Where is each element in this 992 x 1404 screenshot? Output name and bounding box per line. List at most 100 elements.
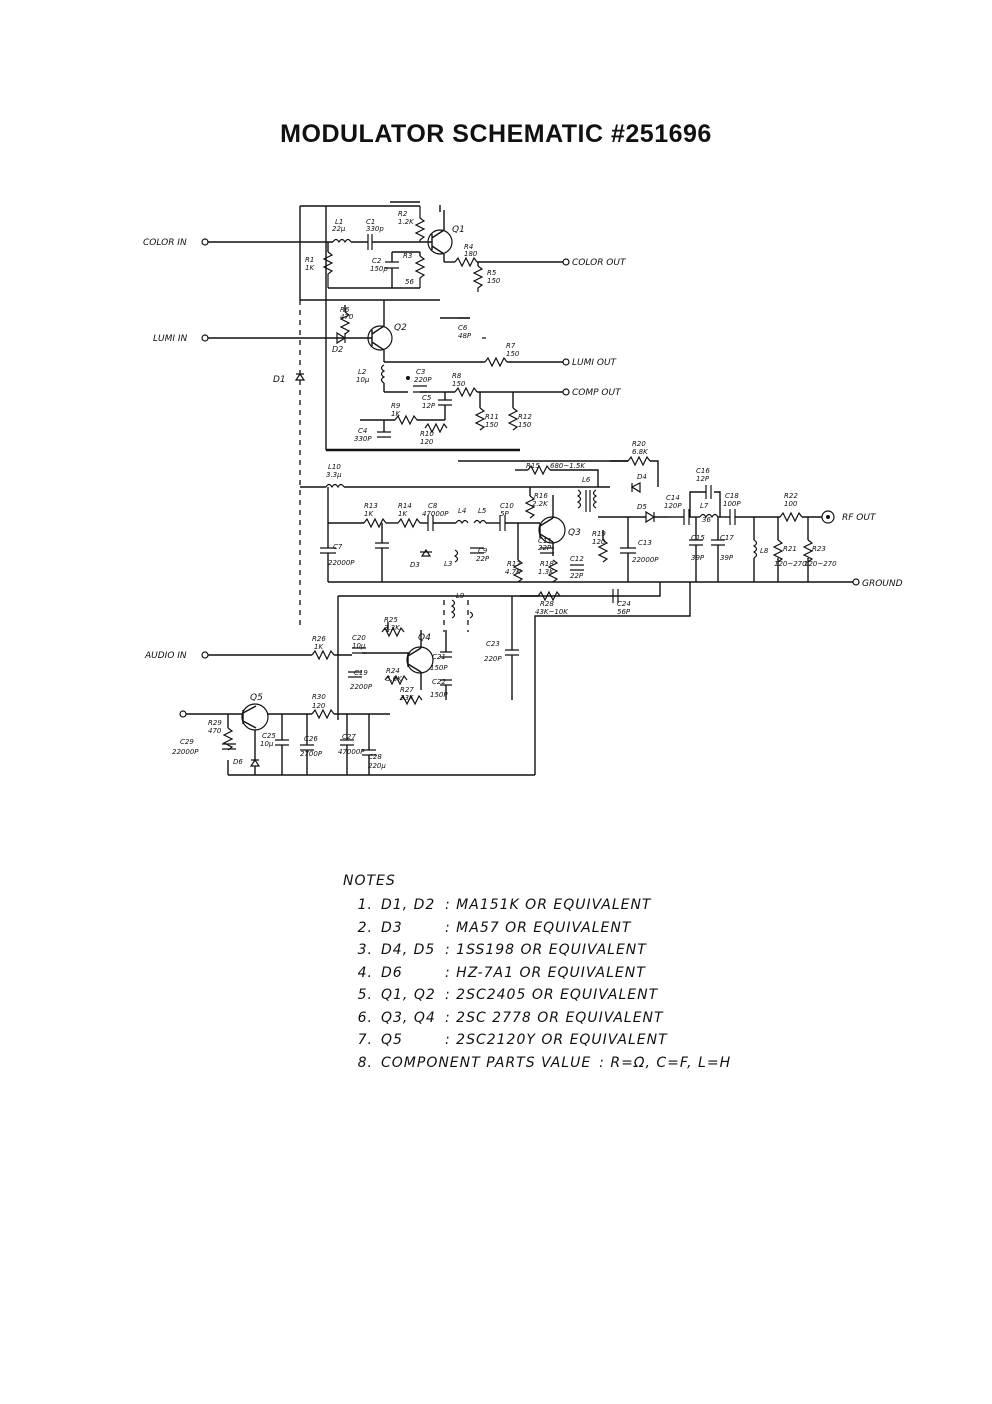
q4-transistor [406,646,434,674]
c17-label: C17 [720,534,734,542]
r24-value: 5.6K [386,675,403,683]
r20-label: R20 [632,440,646,448]
note-item: 3.D4, D5: 1SS198 OR EQUIVALENT [357,942,647,958]
c18-label: C18 [725,492,739,500]
c2-value: 150p [370,265,388,273]
comp-out-label: COMP OUT [572,388,622,398]
r12-resistor [507,407,519,431]
note-item: 1.D1, D2: MA151K OR EQUIVALENT [357,897,652,913]
note-item: 8.COMPONENT PARTS VALUE: R=Ω, C=F, L=H [357,1054,732,1071]
rf-out-label: RF OUT [842,513,877,523]
q2-label: Q2 [394,323,407,333]
r6-resistor [339,311,351,335]
c25-label: C25 [262,732,276,740]
c20-value: 10μ [352,642,366,650]
lumi-in-terminal [201,334,209,342]
c11-capacitor [540,547,554,554]
c25-value: 10μ [260,740,274,748]
c15-value: 39P [691,554,705,562]
c7-value: 22000P [328,559,355,567]
r28-resistor [537,590,561,602]
r25-label: R25 [384,616,398,624]
color-in-terminal [201,238,209,246]
r25-value: 3.3K [384,624,401,632]
r7-resistor [484,356,508,368]
lumi-out-label: LUMI OUT [572,358,618,368]
c16-value: 12P [696,475,710,483]
d1-label: D1 [273,375,286,385]
audio-in-label: AUDIO IN [144,651,187,661]
r16-label: R16 [534,492,548,500]
l3-label: L3 [444,560,452,568]
c14-value: 120P [664,502,682,510]
c8-value: 47000P [422,510,449,518]
c17-value: 39P [720,554,734,562]
c7-label: C7 [333,543,343,551]
q4-label: Q4 [418,633,431,643]
c3-capacitor [413,385,427,393]
r3-label: R3 [403,252,412,260]
r23-label: R23 [812,545,826,553]
r5-label: R5 [487,269,497,277]
d6-diode [249,758,261,767]
c23-capacitor [505,649,519,656]
r29-label: R29 [208,719,222,727]
r10-label: R10 [420,430,434,438]
r26-value: 1K [314,643,324,651]
d6-label: D6 [233,758,243,766]
color-out-label: COLOR OUT [572,258,627,268]
c13-label: C13 [638,539,652,547]
l10-inductor [325,483,345,489]
audio-in-terminal [201,651,209,659]
r4-value: 180 [464,250,478,258]
c22-label: C22 [432,678,446,686]
r28-value: 43K~10K [535,608,569,616]
color-in-label: COLOR IN [143,238,187,248]
r6-label: R6 [340,306,350,314]
l9-inductor [450,599,456,619]
notes-section: NOTES 1.D1, D2: MA151K OR EQUIVALENT 2.D… [343,873,731,1074]
l8-inductor [752,539,758,559]
r3-value: 56 [405,278,414,286]
r24-resistor [384,674,408,686]
r21-value: 120~270 [774,560,807,568]
r29-value: 470 [208,727,222,735]
r17-label: R17 [507,560,521,568]
c1-value: 330p [366,225,384,233]
r11-value: 150 [485,421,499,429]
r25-resistor [381,626,405,638]
c16-label: C16 [696,467,710,475]
c20-label: C20 [352,634,366,642]
schematic-diagram: COLOR IN LUMI IN AUDIO IN COLOR OUT LUMI… [143,201,903,776]
note-item: 4.D6: HZ-7A1 OR EQUIVALENT [357,964,646,981]
c4-capacitor [377,431,391,438]
c19-label: C19 [354,669,368,677]
l5-inductor [473,519,487,525]
d5-diode [645,510,656,524]
lumi-out-terminal [562,358,570,366]
c3-label: C3 [416,368,425,376]
l1-label: L1 [335,218,343,226]
d2-label: D2 [332,345,343,354]
r26-resistor [311,649,335,661]
r13-resistor [363,517,387,529]
r18-value: 1.3K [538,568,555,576]
c22-value: 150P [430,691,448,699]
c12-value: 22P [570,572,584,580]
q3-transistor [538,516,566,544]
r18-label: R18 [540,560,554,568]
l10-value: 3.3μ [326,471,342,479]
l3-inductor [453,549,459,563]
r12-label: R12 [518,413,532,421]
c3-value: 220P [414,376,432,384]
r15-resistor [527,464,551,476]
r14-value: 1K [398,510,408,518]
note-item: 7.Q5: 2SC2120Y OR EQUIVALENT [357,1032,668,1048]
notes-heading: NOTES [343,873,396,889]
c29-capacitor [222,743,236,750]
d3-label: D3 [410,561,420,569]
c24-capacitor-trim [469,611,474,619]
r5-resistor [472,265,484,292]
r18-resistor [547,559,559,583]
r7-label: R7 [506,342,516,350]
